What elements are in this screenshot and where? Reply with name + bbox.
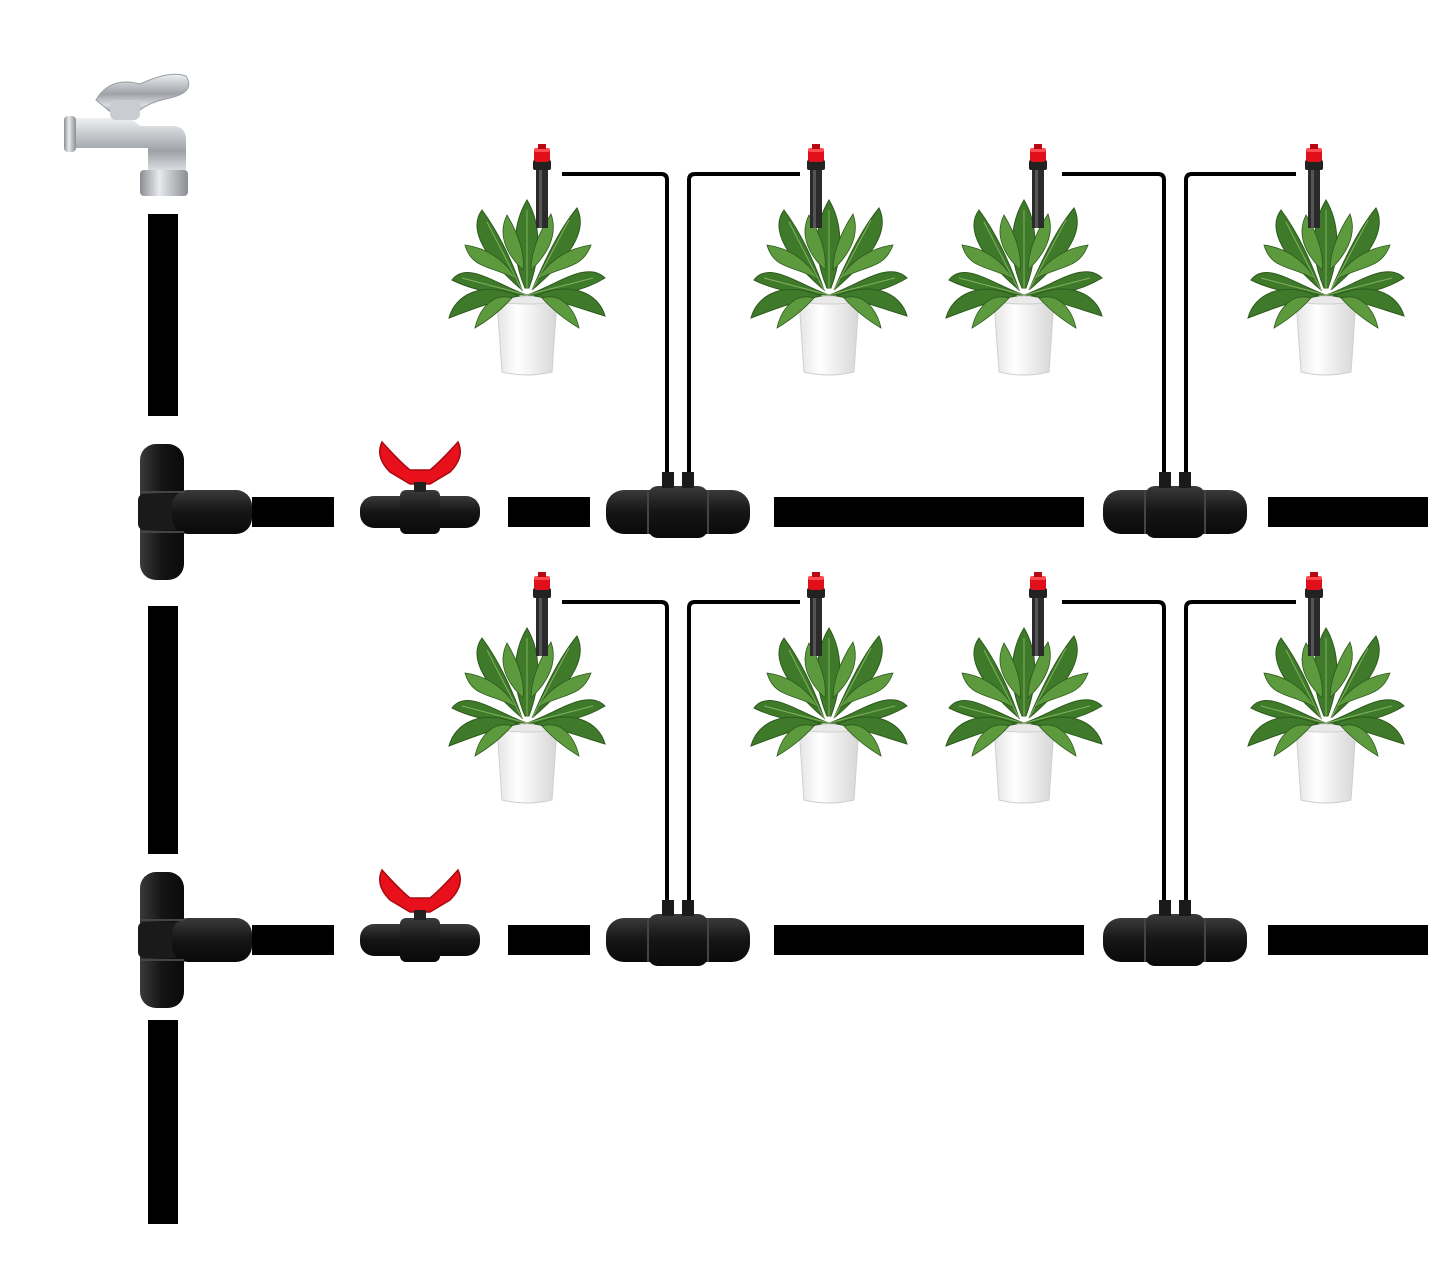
tee-connector [137, 443, 253, 581]
pipe-segment [252, 497, 334, 527]
sprinkler-stake [533, 572, 551, 656]
potted-plant [1247, 627, 1405, 804]
sprinkler-stake [533, 144, 551, 228]
row-2 [137, 572, 1428, 1009]
micro-tube [562, 172, 1296, 472]
potted-plant [448, 199, 606, 376]
potted-plant [750, 627, 908, 804]
potted-plant [945, 199, 1103, 376]
tap-tee-connector [605, 899, 751, 967]
micro-tube [562, 600, 1296, 900]
pipe-segment [774, 925, 1084, 955]
row-1 [137, 144, 1428, 581]
pipe-segment [1268, 497, 1428, 527]
ball-valve [359, 869, 481, 963]
tee-connector [137, 871, 253, 1009]
potted-plant [750, 199, 908, 376]
pipe-segment [252, 925, 334, 955]
pipe-segment [1268, 925, 1428, 955]
potted-plant [945, 627, 1103, 804]
tap-tee-connector [605, 471, 751, 539]
pipe-segment [774, 497, 1084, 527]
main-pipe [148, 214, 178, 1224]
pipe-segment [508, 925, 590, 955]
pipe-segment [508, 497, 590, 527]
tap-tee-connector [1102, 471, 1248, 539]
potted-plant [448, 627, 606, 804]
potted-plant [1247, 199, 1405, 376]
tap-tee-connector [1102, 899, 1248, 967]
sprinkler-stake [1029, 572, 1047, 656]
ball-valve [359, 441, 481, 535]
sprinkler-stake [1029, 144, 1047, 228]
faucet-icon [64, 73, 190, 196]
